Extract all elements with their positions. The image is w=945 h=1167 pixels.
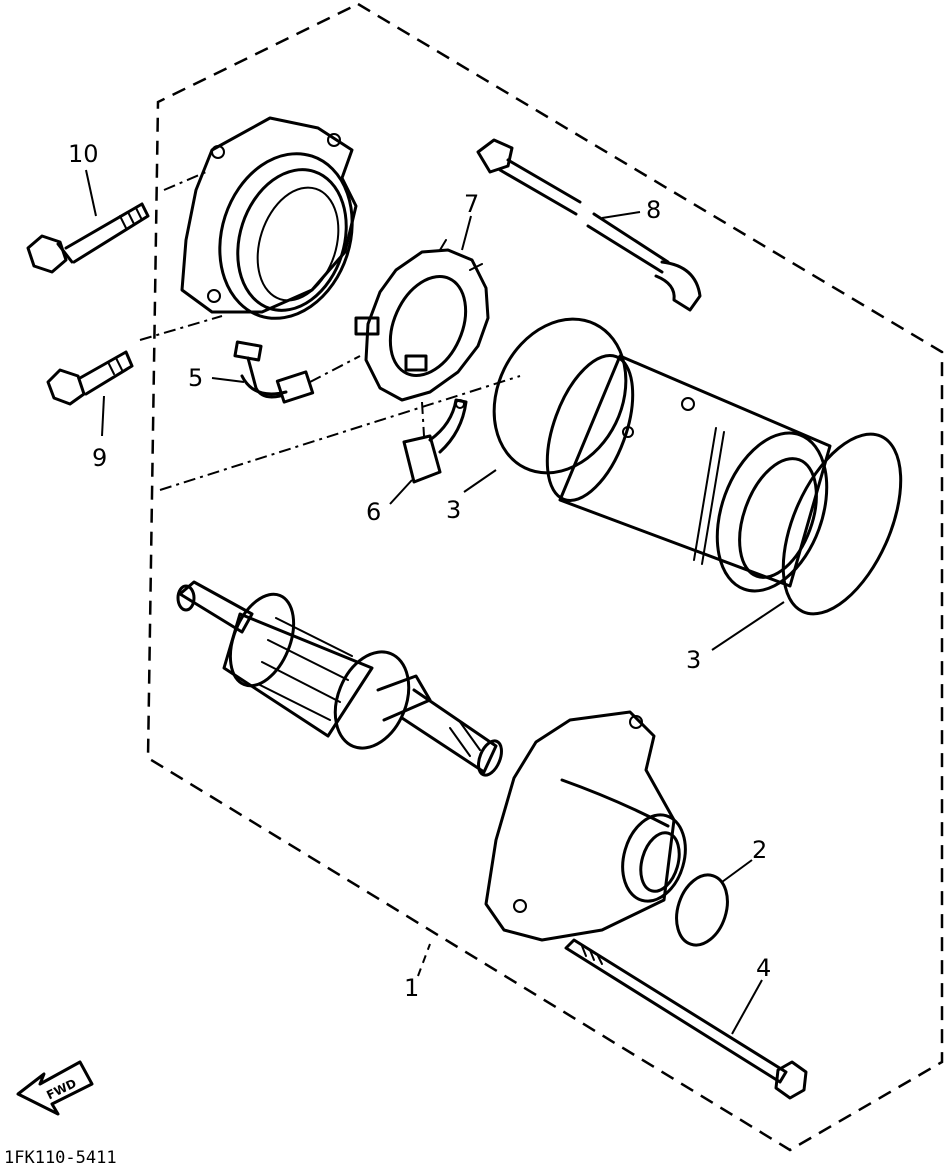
yoke (545, 354, 832, 593)
brush-holder (233, 340, 315, 404)
front-cover (484, 710, 687, 942)
callout-1: 1 (404, 974, 419, 1002)
callout-5: 5 (188, 364, 203, 392)
diagram-code: 1FK110-5411 (4, 1148, 117, 1167)
through-bolt (564, 938, 808, 1100)
callout-leaders (85, 169, 785, 1035)
assembly-axes (139, 171, 521, 491)
callout-9: 9 (92, 444, 107, 472)
callout-4: 4 (756, 954, 771, 982)
rear-cover (180, 116, 358, 320)
assembly-boundary (146, 2, 944, 1152)
armature (176, 580, 503, 777)
callout-3-upper: 3 (446, 496, 461, 524)
callout-7: 7 (464, 190, 479, 218)
callout-8: 8 (646, 196, 661, 224)
bolt-long (26, 202, 150, 274)
o-ring-lower (781, 432, 903, 616)
callout-3-lower: 3 (686, 646, 701, 674)
wire-lead (476, 138, 702, 312)
brush (402, 398, 468, 484)
o-ring-upper (492, 317, 628, 475)
brush-plate (354, 239, 490, 402)
o-ring-small (675, 873, 729, 947)
fwd-arrow-icon: FWD (16, 1060, 94, 1116)
bolt-short (46, 350, 134, 406)
callout-2: 2 (752, 836, 767, 864)
callout-6: 6 (366, 498, 381, 526)
callout-10: 10 (68, 140, 99, 168)
